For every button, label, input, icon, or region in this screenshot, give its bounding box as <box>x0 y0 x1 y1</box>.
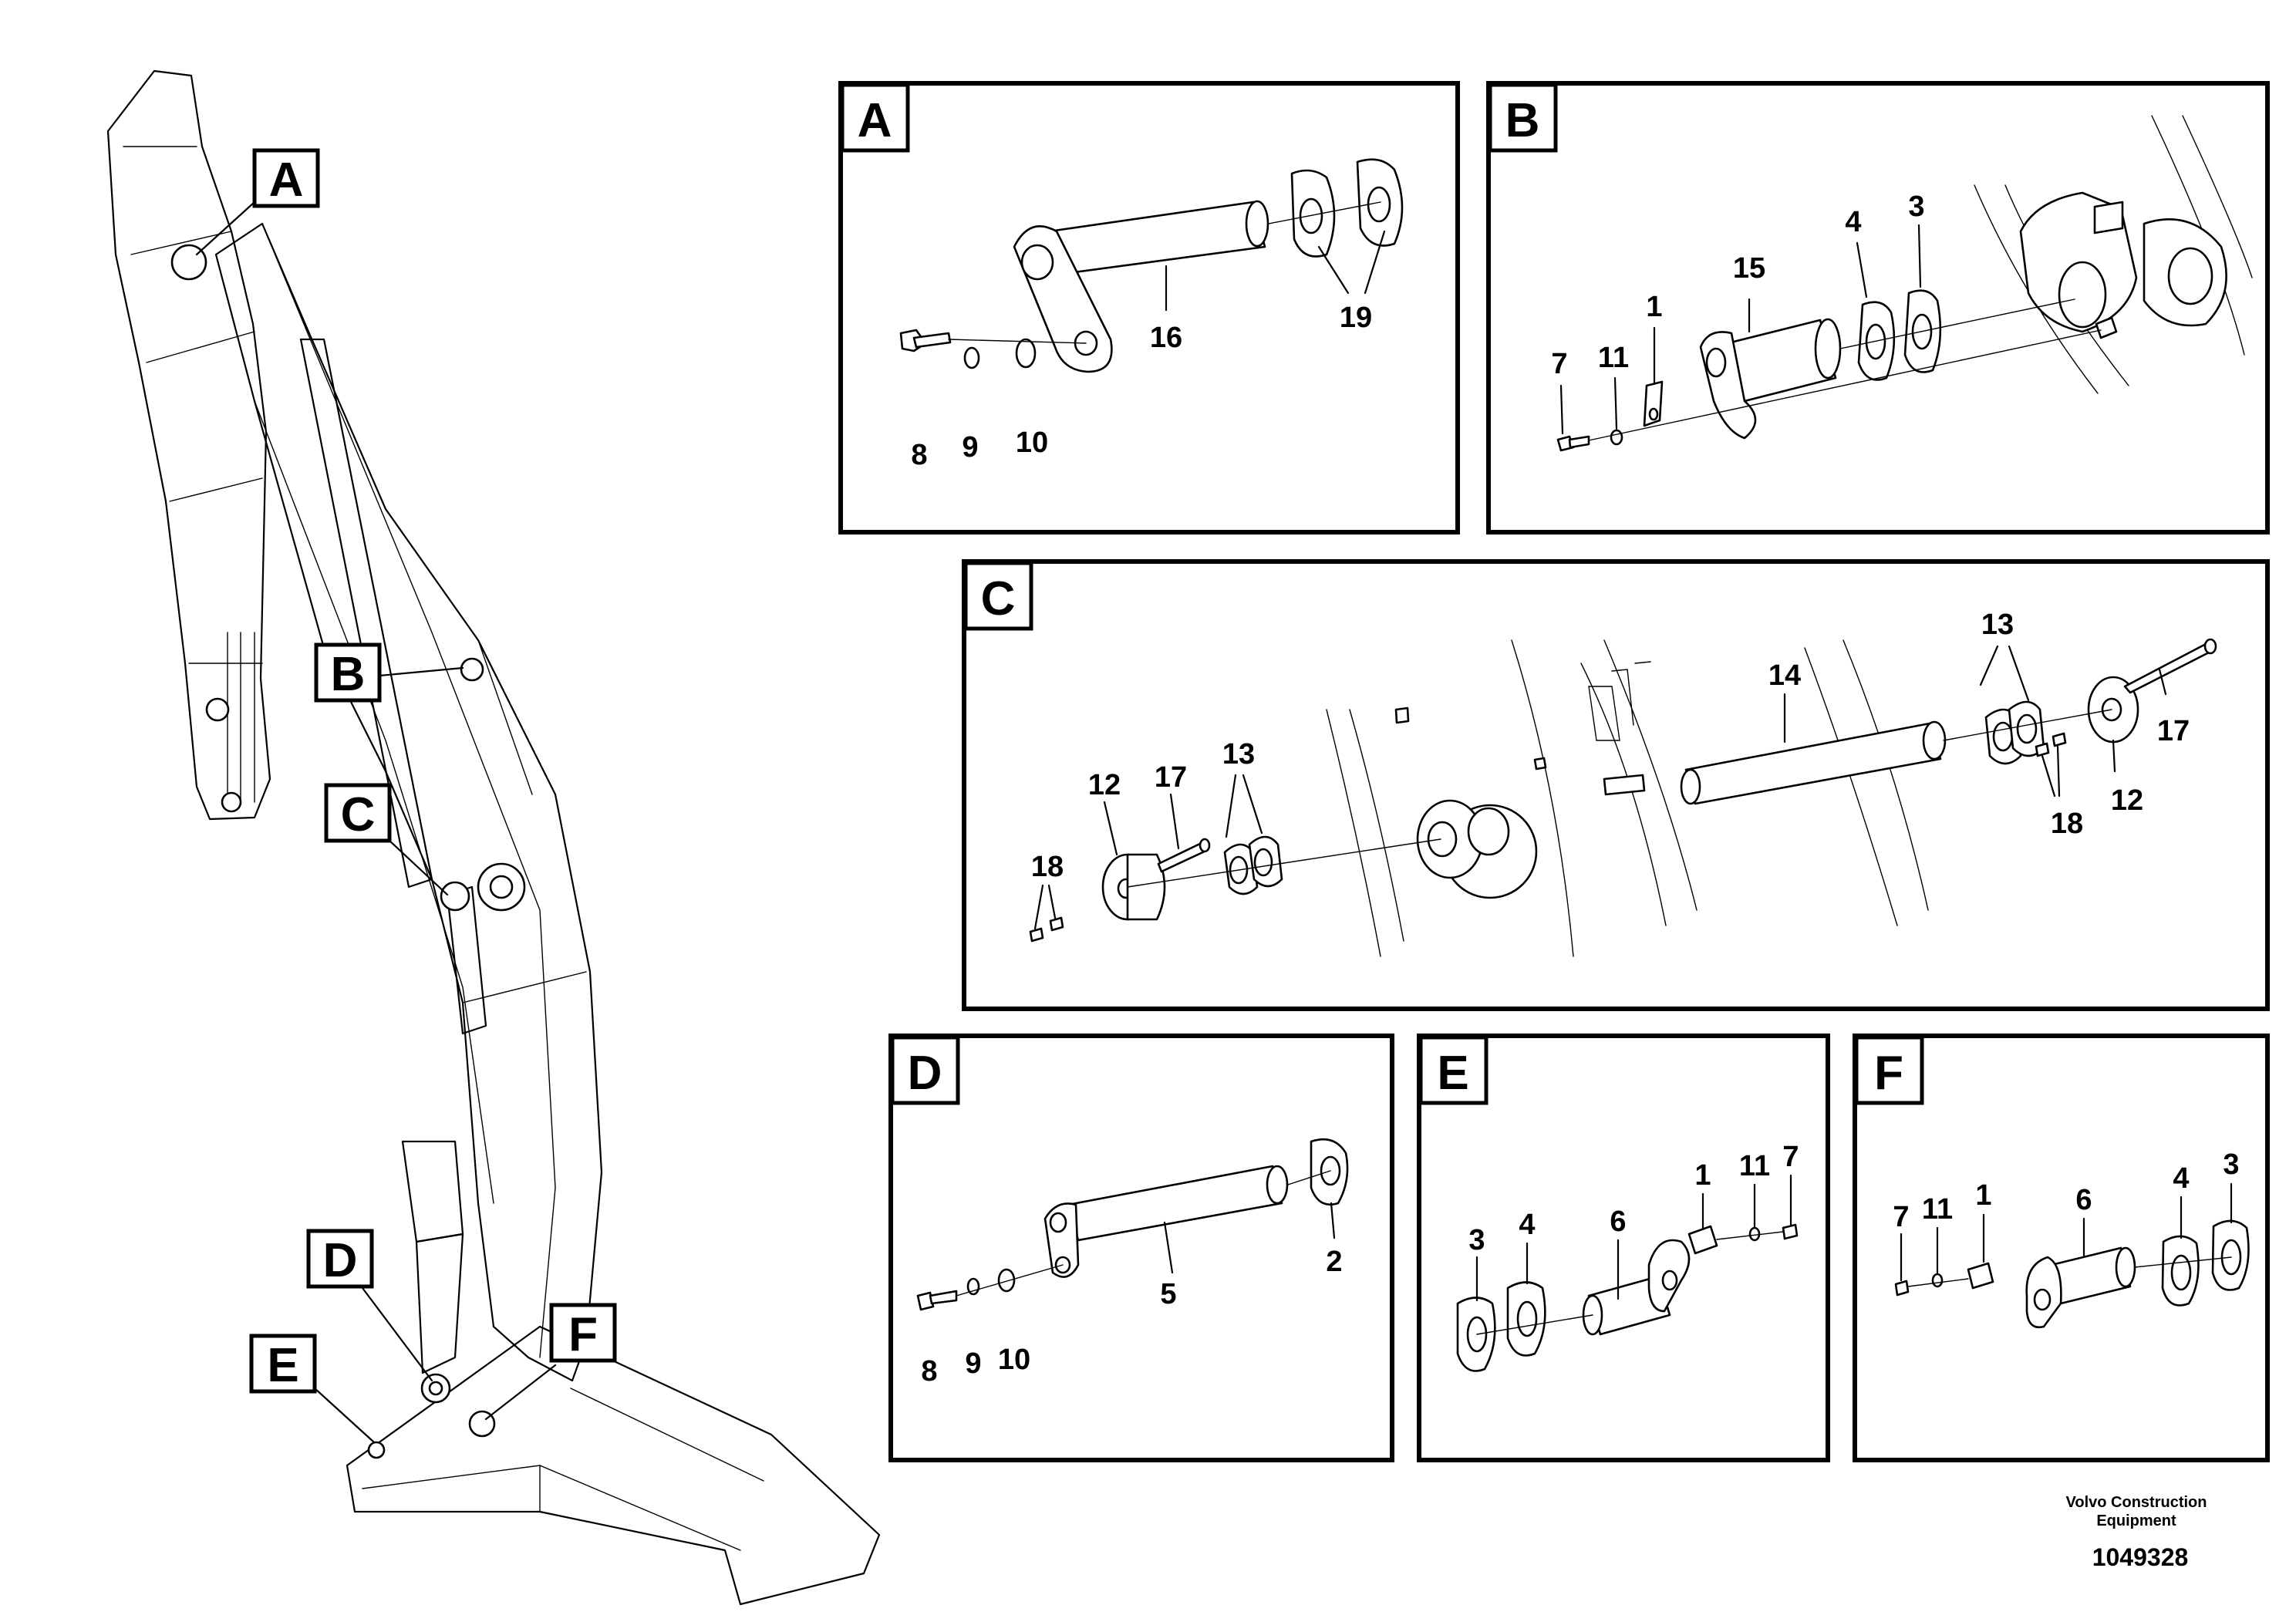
part-number-label: 11 <box>1739 1150 1770 1182</box>
overview-callout-f: F <box>484 1303 617 1421</box>
part-number-label: 3 <box>1468 1224 1485 1256</box>
detail-e-panel: E 3 4 6 1 11 7 <box>1417 1034 1830 1462</box>
footer-block: Volvo Construction Equipment 1049328 <box>2066 1494 2207 1571</box>
detail-f-panel: F 7 11 1 6 4 3 <box>1853 1034 2270 1462</box>
part-number-label: 8 <box>921 1355 937 1388</box>
part-number-label: 8 <box>911 439 927 471</box>
part-number-label: 7 <box>1893 1201 1909 1233</box>
overview-callout-e: E <box>249 1334 376 1444</box>
part-number-label: 18 <box>1031 851 1064 883</box>
detail-letter-label: E <box>267 1339 298 1392</box>
detail-letter-label: C <box>341 788 376 841</box>
part-number-label: 11 <box>1598 342 1629 374</box>
part-number-label: 3 <box>2223 1148 2239 1181</box>
part-number-label: 12 <box>1088 769 1121 801</box>
part-number-label: 18 <box>2051 808 2083 840</box>
overview-callout-a: A <box>195 148 320 256</box>
part-number-label: 10 <box>998 1344 1030 1376</box>
detail-letter-label: B <box>331 648 366 701</box>
part-number-label: 6 <box>1610 1206 1626 1238</box>
part-number-label: 6 <box>2075 1184 2092 1216</box>
part-number-label: 17 <box>1155 761 1187 794</box>
part-number-label: 15 <box>1733 252 1765 285</box>
boom-overview-drawing <box>106 69 881 1606</box>
part-number-label: 14 <box>1768 659 1801 692</box>
part-number-label: 12 <box>2111 784 2143 817</box>
part-number-label: 4 <box>2173 1162 2189 1195</box>
document-number: 1049328 <box>2092 1543 2189 1571</box>
part-number-label: 17 <box>2157 715 2190 747</box>
part-number-label: 9 <box>962 431 978 464</box>
detail-letter-label: E <box>1437 1047 1468 1100</box>
detail-a-panel: A 16 19 8 9 10 <box>838 81 1460 534</box>
part-number-label: 13 <box>1222 738 1255 771</box>
part-number-label: 13 <box>1981 609 2014 641</box>
part-number-label: 11 <box>1922 1193 1953 1226</box>
detail-letter-label: A <box>269 153 304 207</box>
company-name-line2: Equipment <box>2096 1512 2176 1529</box>
detail-letter-label: F <box>1874 1047 1903 1100</box>
part-number-label: 7 <box>1551 348 1567 380</box>
detail-letter-label: C <box>981 572 1016 626</box>
detail-b-panel: B 15 1 4 3 7 <box>1486 81 2270 534</box>
part-number-label: 7 <box>1782 1141 1799 1173</box>
company-name-line1: Volvo Construction <box>2066 1494 2207 1511</box>
detail-d-panel: D 5 2 8 9 10 <box>888 1034 1394 1462</box>
part-number-label: 3 <box>1908 191 1924 223</box>
detail-letter-label: F <box>568 1308 598 1361</box>
part-number-label: 2 <box>1326 1246 1342 1278</box>
part-number-label: 1 <box>1975 1179 1991 1212</box>
detail-c-panel: C <box>962 559 2270 1011</box>
part-number-label: 4 <box>1519 1209 1535 1241</box>
part-number-label: 1 <box>1694 1159 1711 1192</box>
overview-callout-d: D <box>306 1229 433 1382</box>
overview-callout-c: C <box>324 783 449 896</box>
overview-callout-b: B <box>314 642 464 703</box>
detail-letter-label: B <box>1505 94 1540 147</box>
part-number-label: 16 <box>1150 322 1182 354</box>
part-number-label: 9 <box>965 1347 981 1380</box>
detail-letter-label: D <box>908 1047 942 1100</box>
detail-letter-label: D <box>323 1234 358 1287</box>
part-number-label: 10 <box>1016 427 1048 459</box>
part-number-label: 1 <box>1646 291 1662 323</box>
detail-letter-label: A <box>858 94 892 147</box>
part-number-label: 5 <box>1160 1278 1176 1310</box>
part-number-label: 4 <box>1845 206 1861 238</box>
part-number-label: 19 <box>1340 302 1372 334</box>
